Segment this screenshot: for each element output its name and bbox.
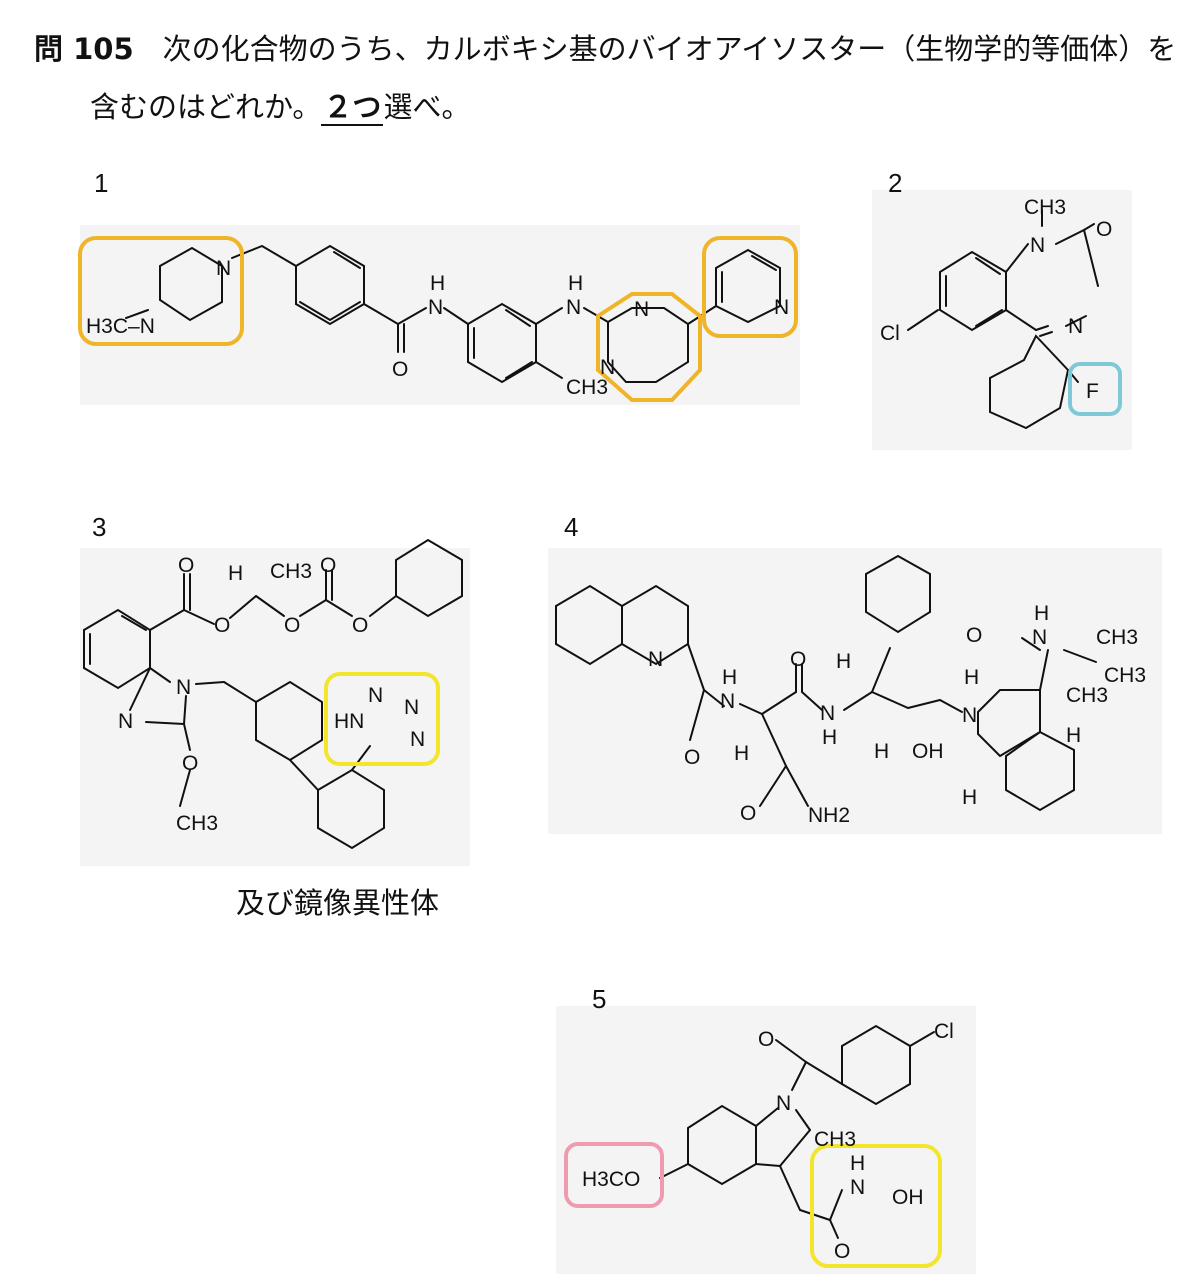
enantiomer-note: 及び鏡像異性体 [236,886,440,920]
c1-nh2: N [566,296,581,319]
highlight-piperazine [78,236,244,346]
c1-h2: H [568,272,583,295]
c5-ch3: CH3 [814,1128,856,1151]
c3-tz-n3: N [410,728,425,751]
highlight-methoxy [564,1142,664,1208]
compound-2-structure [907,209,1099,430]
c4-ch3-1: CH3 [1096,626,1138,649]
c3-n1: N [176,676,191,699]
c4-h-f: H [1034,602,1049,625]
c4-h-d: H [874,740,889,763]
compound-label-3: 3 [92,512,107,542]
c2-ch3: CH3 [1024,196,1066,219]
c3-o6: O [182,752,198,775]
question-stem-2: 含むのはどれか。 [90,90,322,124]
highlight-tetrazole [324,672,440,766]
c4-nh-c: N [1032,626,1047,649]
structure-panel-2 [872,190,1132,450]
c1-n-pip: N [216,257,231,280]
c4-h-g: H [1066,724,1081,747]
c4-nh: N [720,690,735,713]
c4-n-ring: N [962,704,977,727]
c1-o1: O [392,358,408,381]
highlight-pyrimidine [596,292,702,402]
c3-o2: O [320,554,336,577]
c2-cl: Cl [880,322,900,345]
c4-ch3-2: CH3 [1104,664,1146,687]
c2-n2: N [1068,315,1083,338]
compound-label-5: 5 [592,984,607,1014]
c1-nh1: N [428,296,443,319]
c5-cl: Cl [934,1020,954,1043]
compound-5-structure [659,1024,935,1239]
question-line-2: 含むのはどれか。２つ選べ。 [34,78,1184,136]
c4-nh-b: N [820,702,835,725]
question-stem: 次の化合物のうち、カルボキシ基のバイオアイソスター（生物学的等価体）を [162,32,1177,66]
c4-h1: H [722,666,737,689]
compound-label-2: 2 [888,168,903,198]
c4-o3: O [740,802,756,825]
c5-n-h: N [850,1176,865,1199]
c5-n: N [776,1092,791,1115]
c3-h: H [228,562,243,585]
c4-o4: O [966,624,982,647]
c4-h-e: H [964,666,979,689]
c2-n1: N [1030,234,1045,257]
compound-4-structure [555,554,1097,812]
c3-tz-hn: HN [334,710,364,733]
c5-o1: O [758,1028,774,1051]
c2-o: O [1096,218,1112,241]
compound-3-structure [83,538,463,850]
compound-label-4: 4 [564,512,579,542]
structure-panel-4 [548,548,1162,834]
c2-f: F [1086,380,1099,403]
c3-o4: O [284,614,300,637]
c5-o2: O [834,1240,850,1263]
c1-h3c-n: H3C–N [86,315,155,338]
c4-nh2: NH2 [808,804,850,827]
c1-n-py: N [774,296,789,319]
compound-1-structure [125,244,781,384]
c3-ch3b: CH3 [176,812,218,835]
c4-h-b: H [822,726,837,749]
c3-tz-n2: N [404,696,419,719]
c5-h3co: H3CO [582,1168,640,1191]
question-stem-3: 選べ。 [383,90,471,124]
c1-n-pyr1: N [634,298,649,321]
structure-panel-5 [556,1006,976,1274]
c4-o2: O [790,648,806,671]
c4-h-h: H [962,786,977,809]
c3-tz-n1: N [368,684,383,707]
c4-n-q: N [648,648,663,671]
compound-label-1: 1 [94,168,109,198]
highlight-hydroxamic-acid [810,1144,942,1268]
c4-ch3-3: CH3 [1066,684,1108,707]
c5-oh: OH [892,1186,924,1209]
c3-ch3: CH3 [270,560,312,583]
question-line-1: 問 105 次の化合物のうち、カルボキシ基のバイオアイソスター（生物学的等価体）… [34,20,1184,78]
c3-o3: O [214,614,230,637]
question-number: 問 105 [34,32,134,66]
highlight-fluorine [1068,362,1122,416]
c3-n2: N [118,710,133,733]
c3-o5: O [352,614,368,637]
c1-h1: H [430,272,445,295]
c1-n-pyr2: N [600,356,615,379]
highlight-pyridine [702,236,798,338]
c4-o1: O [684,746,700,769]
c3-o1: O [178,554,194,577]
c5-h: H [850,1152,865,1175]
c4-oh: OH [912,740,944,763]
question-text: 問 105 次の化合物のうち、カルボキシ基のバイオアイソスター（生物学的等価体）… [34,20,1184,136]
c1-ch3: CH3 [566,376,608,399]
c4-h-alpha: H [734,742,749,765]
answer-count-emphasis: ２つ [321,90,384,126]
c4-h-c: H [836,650,851,673]
